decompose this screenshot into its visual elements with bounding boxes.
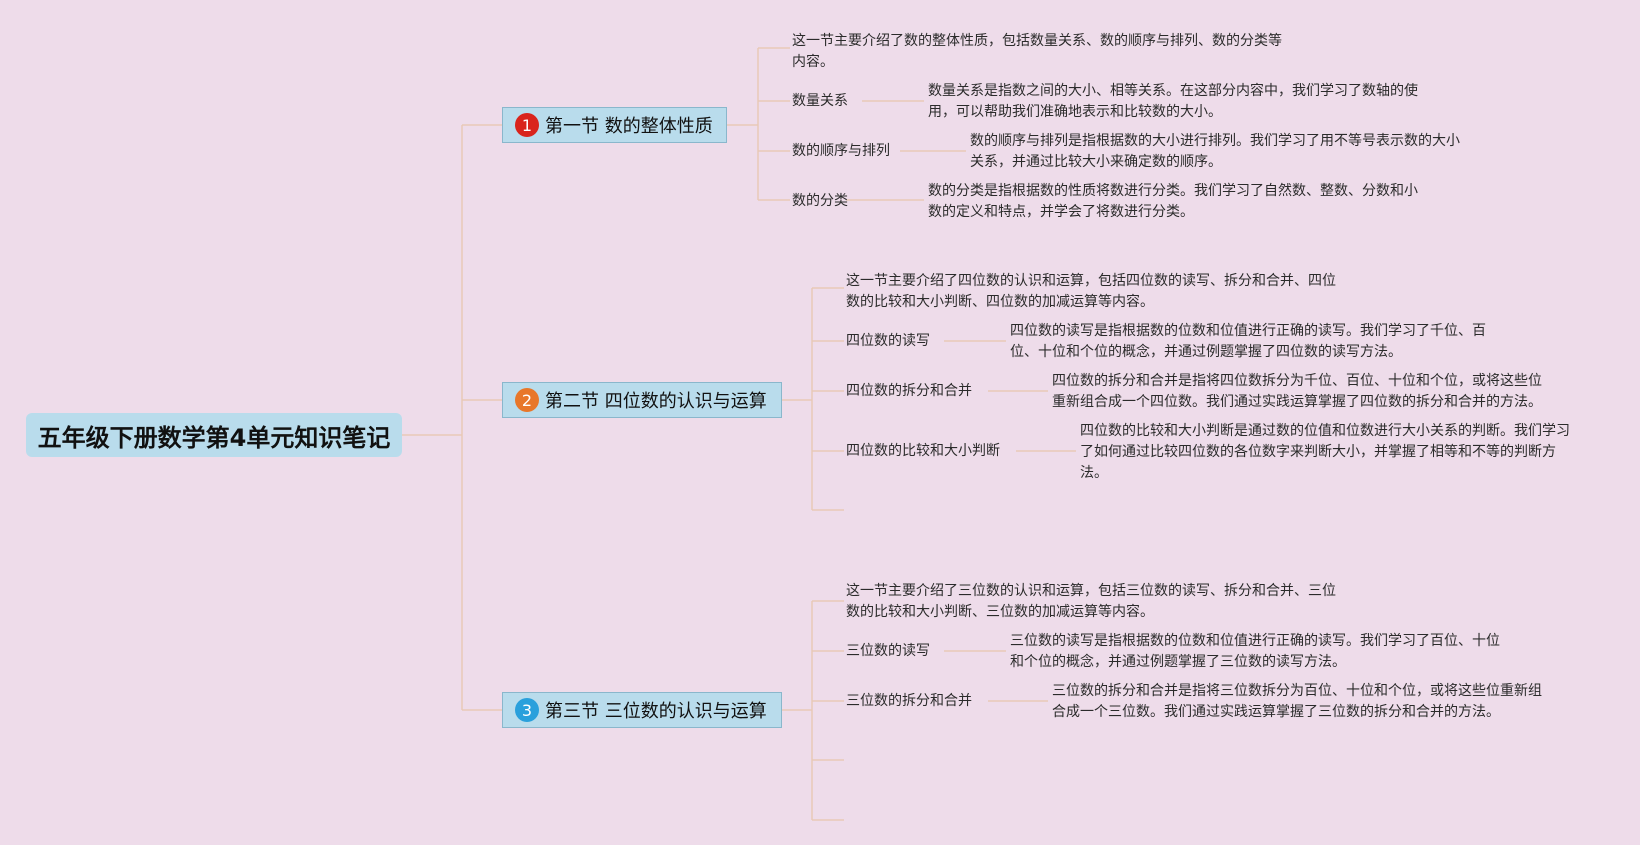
topic-number-order-desc: 数的顺序与排列是指根据数的大小进行排列。我们学习了用不等号表示数的大小关系，并通… [970, 133, 1460, 170]
topic-three-digit-split-merge[interactable]: 三位数的拆分和合并 [846, 693, 972, 709]
topic-three-digit-read-write[interactable]: 三位数的读写 [846, 643, 930, 659]
topic-three-digit-read-write-desc: 三位数的读写是指根据数的位数和位值进行正确的读写。我们学习了百位、十位和个位的概… [1010, 633, 1500, 670]
topic-four-digit-split-merge-desc: 四位数的拆分和合并是指将四位数拆分为千位、百位、十位和个位，或将这些位重新组合成… [1052, 373, 1542, 410]
section-2-node[interactable]: 2 第二节 四位数的认识与运算 [502, 382, 782, 418]
number-badge-1: 1 [515, 113, 539, 137]
topic-four-digit-read-write-desc: 四位数的读写是指根据数的位数和位值进行正确的读写。我们学习了千位、百位、十位和个… [1010, 323, 1486, 360]
number-badge-2: 2 [515, 388, 539, 412]
section-2-title: 第二节 四位数的认识与运算 [545, 391, 767, 412]
topic-number-relations-desc: 数量关系是指数之间的大小、相等关系。在这部分内容中，我们学习了数轴的使用，可以帮… [928, 83, 1418, 120]
section-1-summary: 这一节主要介绍了数的整体性质，包括数量关系、数的顺序与排列、数的分类等内容。 [792, 33, 1282, 70]
section-3-node[interactable]: 3 第三节 三位数的认识与运算 [502, 692, 782, 728]
topic-four-digit-read-write[interactable]: 四位数的读写 [846, 333, 930, 349]
topic-number-relations[interactable]: 数量关系 [792, 93, 848, 109]
root-node[interactable]: 五年级下册数学第4单元知识笔记 [26, 413, 402, 457]
number-badge-3: 3 [515, 698, 539, 722]
section-3-title: 第三节 三位数的认识与运算 [545, 701, 767, 722]
topic-three-digit-split-merge-desc: 三位数的拆分和合并是指将三位数拆分为百位、十位和个位，或将这些位重新组合成一个三… [1052, 683, 1542, 720]
section-3-summary: 这一节主要介绍了三位数的认识和运算，包括三位数的读写、拆分和合并、三位数的比较和… [846, 583, 1336, 620]
section-1-title: 第一节 数的整体性质 [545, 116, 713, 137]
topic-number-order[interactable]: 数的顺序与排列 [792, 143, 890, 159]
topic-four-digit-compare-desc: 四位数的比较和大小判断是通过数的位值和位数进行大小关系的判断。我们学习了如何通过… [1080, 423, 1570, 481]
topic-four-digit-compare[interactable]: 四位数的比较和大小判断 [846, 443, 1000, 459]
topic-number-classification[interactable]: 数的分类 [792, 193, 848, 209]
topic-number-classification-desc: 数的分类是指根据数的性质将数进行分类。我们学习了自然数、整数、分数和小数的定义和… [928, 183, 1418, 220]
topic-four-digit-split-merge[interactable]: 四位数的拆分和合并 [846, 383, 972, 399]
section-2-summary: 这一节主要介绍了四位数的认识和运算，包括四位数的读写、拆分和合并、四位数的比较和… [846, 273, 1336, 310]
root-title: 五年级下册数学第4单元知识笔记 [37, 423, 391, 452]
section-1-node[interactable]: 1 第一节 数的整体性质 [502, 107, 727, 143]
